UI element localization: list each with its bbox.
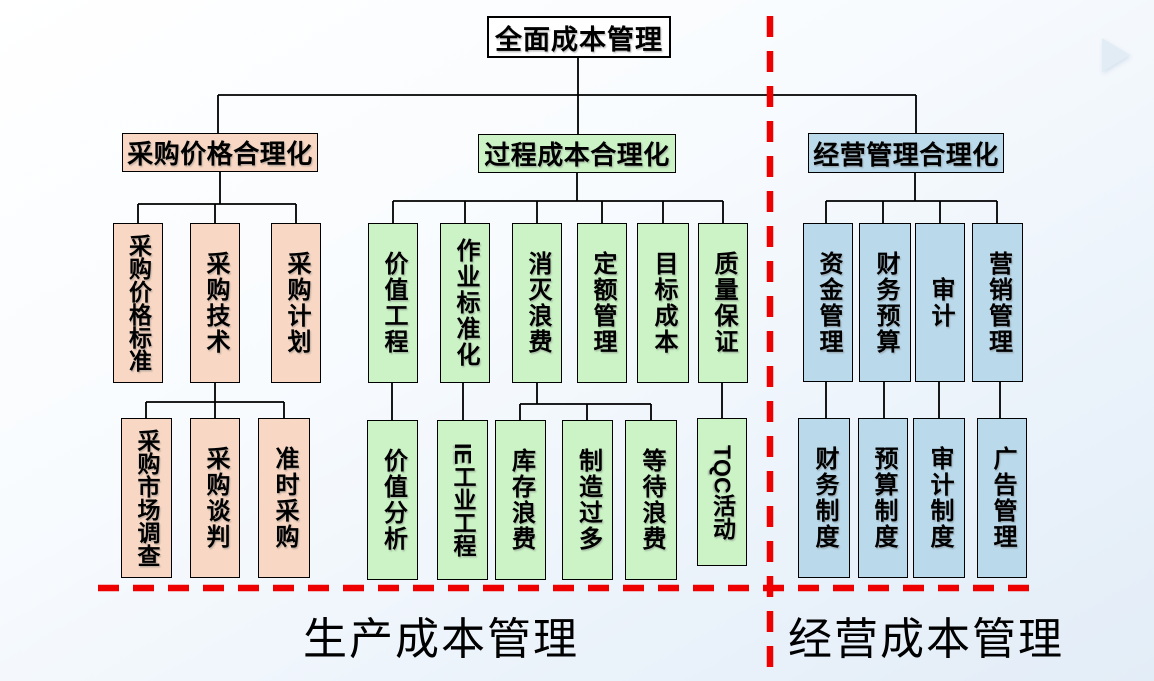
header-label: 采购价格合理化 xyxy=(127,139,313,169)
node-audit: 审计 xyxy=(915,223,965,382)
node-purchase-technique: 采购技术 xyxy=(190,223,240,383)
node-value-engineering: 价值工程 xyxy=(368,223,418,383)
node-quality-assurance: 质量保证 xyxy=(698,223,748,383)
header-process-cost-rationalization: 过程成本合理化 xyxy=(478,134,676,173)
header-operation-management-rationalization: 经营管理合理化 xyxy=(808,133,1004,173)
node-label: 采购技术 xyxy=(202,251,229,355)
node-just-in-time-purchase: 准时采购 xyxy=(258,418,310,578)
node-label: 定额管理 xyxy=(589,251,616,355)
node-capital-management: 资金管理 xyxy=(803,223,853,382)
node-financial-budget: 财务预算 xyxy=(859,223,911,382)
node-purchase-market-survey: 采购市场调查 xyxy=(121,418,172,578)
node-ie-industrial-engineering: IE工业工程 xyxy=(437,420,488,580)
node-label: 制造过多 xyxy=(574,448,602,552)
node-work-standardization: 作业标准化 xyxy=(440,223,490,383)
node-label: 价值分析 xyxy=(379,448,407,552)
label-production-cost-management: 生产成本管理 xyxy=(303,615,579,664)
node-label: IE工业工程 xyxy=(450,443,476,557)
node-value-analysis: 价值分析 xyxy=(367,420,418,580)
node-label: 采购谈判 xyxy=(202,446,229,550)
node-advertising-management: 广告管理 xyxy=(977,418,1027,578)
node-label: 营销管理 xyxy=(984,250,1012,355)
header-procurement-price-rationalization: 采购价格合理化 xyxy=(122,133,318,172)
node-label: 目标成本 xyxy=(650,251,677,355)
node-inventory-waste: 库存浪费 xyxy=(495,420,546,580)
node-target-cost: 目标成本 xyxy=(637,223,689,383)
node-purchase-negotiation: 采购谈判 xyxy=(190,418,240,578)
node-label: 质量保证 xyxy=(710,251,737,355)
node-budget-system: 预算制度 xyxy=(858,418,908,578)
header-label: 过程成本合理化 xyxy=(484,140,670,170)
node-label: 消灭浪费 xyxy=(524,251,551,355)
node-marketing-management: 营销管理 xyxy=(972,223,1023,382)
node-label: 财务制度 xyxy=(811,446,838,550)
node-waiting-waste: 等待浪费 xyxy=(625,420,677,580)
node-label: TQC活动 xyxy=(709,444,736,540)
node-label: 作业标准化 xyxy=(452,238,479,368)
label-operating-cost-management: 经营成本管理 xyxy=(788,615,1064,664)
node-label: 财务预算 xyxy=(872,250,899,355)
node-label: 审计 xyxy=(927,276,954,329)
node-label: 准时采购 xyxy=(271,446,298,550)
node-quota-management: 定额管理 xyxy=(577,223,627,383)
node-eliminate-waste: 消灭浪费 xyxy=(512,223,562,383)
node-label: 预算制度 xyxy=(870,446,897,550)
node-financial-system: 财务制度 xyxy=(798,418,850,578)
node-label: 库存浪费 xyxy=(507,448,535,552)
node-label: 采购计划 xyxy=(283,251,310,355)
header-label: 经营管理合理化 xyxy=(813,139,999,170)
node-label: 价值工程 xyxy=(380,251,407,355)
node-tqc-activity: TQC活动 xyxy=(697,418,747,566)
node-label: 审计制度 xyxy=(926,446,953,550)
node-label: 等待浪费 xyxy=(638,448,665,552)
node-overproduction: 制造过多 xyxy=(562,420,613,580)
node-audit-system: 审计制度 xyxy=(913,418,965,578)
node-label: 采购市场调查 xyxy=(134,429,160,567)
node-label: 资金管理 xyxy=(815,250,842,355)
next-slide-arrow-icon[interactable] xyxy=(1102,38,1130,72)
node-label: 采购价格标准 xyxy=(125,234,152,372)
tree-connector-paths xyxy=(137,58,1001,420)
node-label: 全面成本管理 xyxy=(495,24,663,55)
node-purchase-price-standard: 采购价格标准 xyxy=(113,223,163,383)
node-total-cost-management: 全面成本管理 xyxy=(487,16,671,58)
node-label: 广告管理 xyxy=(989,446,1016,550)
node-purchase-plan: 采购计划 xyxy=(271,223,321,383)
